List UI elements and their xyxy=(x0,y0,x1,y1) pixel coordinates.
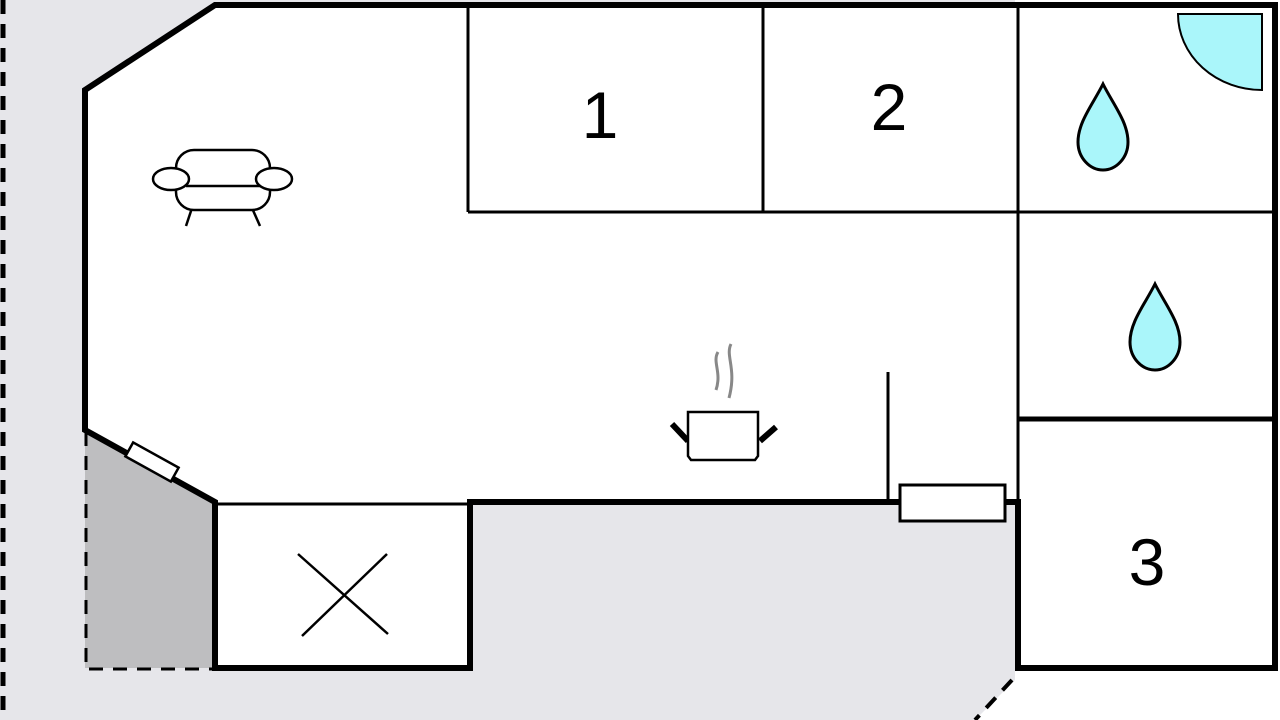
window-living xyxy=(123,440,181,484)
terrace-boundary-diagonal xyxy=(973,678,1014,720)
interior-walls xyxy=(215,5,1275,506)
building-outline xyxy=(82,1,1278,671)
water-drop-icon xyxy=(1128,280,1182,372)
water-drop-icon xyxy=(1076,80,1130,172)
room-label-2: 2 xyxy=(871,70,908,144)
room-label-1: 1 xyxy=(582,78,619,152)
room-label-3: 3 xyxy=(1129,525,1166,599)
covered-terrace xyxy=(85,430,215,668)
covered-terrace-boundary xyxy=(84,432,215,671)
cooking-pot-icon xyxy=(669,343,778,462)
sofa-icon xyxy=(151,148,294,227)
cross-mark-icon xyxy=(297,553,389,637)
shower-quarter-circle-icon xyxy=(1176,13,1263,92)
window-kitchen xyxy=(898,483,1007,523)
